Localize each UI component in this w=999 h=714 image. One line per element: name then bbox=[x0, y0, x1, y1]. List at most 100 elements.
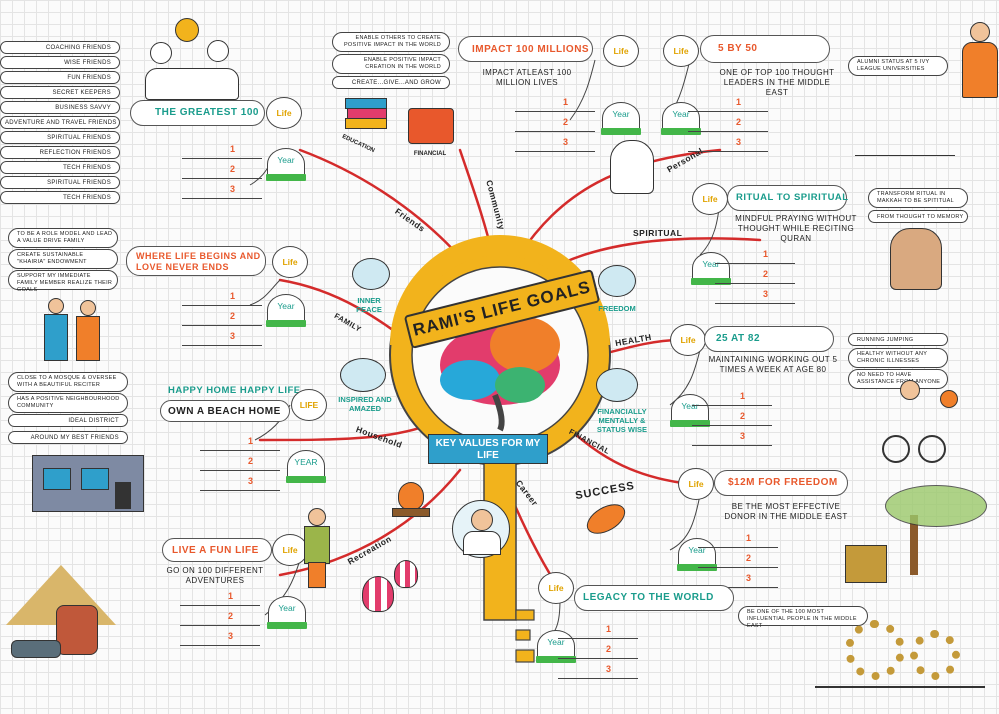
pill-enable-positive: ENABLE POSITIVE IMPACT CREATION IN THE W… bbox=[332, 54, 450, 74]
life-badge-community: Life bbox=[603, 35, 639, 67]
goal-impact-title: IMPACT 100 MILLIONS bbox=[472, 44, 590, 55]
year-num: 3 bbox=[230, 184, 236, 194]
pill-tech-friends: TECH FRIENDS bbox=[0, 161, 120, 174]
goal-impact-box bbox=[458, 36, 593, 62]
goal-legacy-box bbox=[574, 585, 734, 611]
year-badge-financial-label: Year bbox=[688, 545, 706, 555]
year-badge-friends: Year bbox=[266, 148, 306, 181]
family-illustration bbox=[40, 298, 115, 363]
year-badge-household: YEAR bbox=[286, 450, 326, 483]
year-num: 1 bbox=[746, 533, 752, 543]
pill-business-savvy: BUSINESS SAVVY bbox=[0, 101, 120, 114]
inspired-icon bbox=[340, 358, 386, 392]
value-fin-mental: FINANCIALLY MENTALLY & STATUS WISE bbox=[596, 407, 648, 434]
pill-alumni-status: ALUMNI STATUS AT 5 IVY LEAGUE UNIVERSITI… bbox=[848, 56, 948, 76]
life-badge-friends: Life bbox=[266, 97, 302, 129]
year-num: 2 bbox=[746, 553, 752, 563]
value-freedom: FREEDOM bbox=[598, 304, 636, 313]
businessman-icon bbox=[452, 500, 510, 558]
year-badge-health-label: Year bbox=[681, 401, 699, 411]
life-badge-financial-label: Life bbox=[688, 479, 704, 489]
year-num: 3 bbox=[563, 137, 569, 147]
center-banner: KEY VALUES FOR MY LIFE bbox=[428, 434, 548, 464]
year-num: 2 bbox=[606, 644, 612, 654]
year-row-health-2: 2 bbox=[692, 411, 772, 426]
year-row-health-1: 1 bbox=[692, 391, 772, 406]
pill-create-give-grow: CREATE...GIVE...AND GROW bbox=[332, 76, 450, 89]
goal-fun-desc: GO ON 100 DIFFERENT ADVENTURES bbox=[166, 566, 264, 585]
goal-health-title: 25 AT 82 bbox=[716, 333, 761, 344]
money-tree-illustration bbox=[845, 485, 995, 585]
year-row-spiritual-1: 1 bbox=[715, 249, 795, 264]
goal-legacy-title: LEGACY TO THE WORLD bbox=[583, 592, 714, 603]
year-badge-health: Year bbox=[670, 394, 710, 427]
pill-healthy: HEALTHY WITHOUT ANY CHRONIC ILLNESSES bbox=[848, 348, 948, 368]
pill-influential: BE ONE OF THE 100 MOST INFLUENTIAL PEOPL… bbox=[738, 606, 868, 629]
pill-transform-ritual: TRANSFORM RITUAL IN MAKKAH TO BE SPITITU… bbox=[868, 188, 968, 208]
goal-freedom-desc: BE THE MOST EFFECTIVE DONOR IN THE MIDDL… bbox=[724, 502, 848, 521]
goal-fun-title: LIVE A FUN LIFE bbox=[172, 545, 259, 556]
campfire-icon bbox=[392, 482, 430, 518]
man-illustration bbox=[962, 22, 998, 98]
year-num: 2 bbox=[248, 456, 254, 466]
year-row-personal-3: 3 bbox=[688, 137, 768, 152]
pill-reflection-friends: REFLECTION FRIENDS bbox=[0, 146, 120, 159]
pill-spiritual-friends-2: SPIRITUAL FRIENDS bbox=[0, 176, 120, 189]
year-row-household-2: 2 bbox=[200, 456, 280, 471]
house-illustration bbox=[32, 455, 144, 512]
year-badge-family: Year bbox=[266, 294, 306, 327]
goal-home-subtitle: OWN A BEACH HOME bbox=[168, 406, 281, 417]
year-num: 1 bbox=[606, 624, 612, 634]
year-num: 1 bbox=[740, 391, 746, 401]
year-num: 1 bbox=[763, 249, 769, 259]
year-row-household-3: 3 bbox=[200, 476, 280, 491]
goal-home-title: HAPPY HOME HAPPY LIFE bbox=[168, 385, 301, 396]
goal-ritual-desc: MINDFUL PRAYING WITHOUT THOUGHT WHILE RE… bbox=[735, 214, 857, 243]
year-num: 2 bbox=[740, 411, 746, 421]
success-rocket-illustration: SUCCESS bbox=[574, 480, 645, 540]
balloon-icon-1 bbox=[362, 576, 394, 612]
center-banner-text: KEY VALUES FOR MY LIFE bbox=[435, 438, 541, 461]
year-badge-personal-label: Year bbox=[672, 109, 690, 119]
year-badge-career: Year bbox=[536, 630, 576, 663]
value-financial: FINANCIAL bbox=[413, 151, 447, 157]
goal-5by50-box bbox=[700, 35, 830, 63]
year-row-career-3: 3 bbox=[558, 664, 638, 679]
goal-home-box bbox=[160, 400, 290, 422]
pill-khairia: CREATE SUSTAINABLE "KHAIRIA" ENDOWMENT bbox=[8, 249, 118, 269]
year-num: 1 bbox=[248, 436, 254, 446]
goal-lifebegins-box bbox=[126, 246, 266, 276]
year-row-financial-2: 2 bbox=[698, 553, 778, 568]
year-badge-recreation: Year bbox=[267, 596, 307, 629]
branch-spiritual: SPIRITUAL bbox=[633, 228, 683, 238]
gears-illustration bbox=[815, 620, 985, 690]
life-badge-personal-label: Life bbox=[673, 46, 689, 56]
goal-freedom-title: $12M FOR FREEDOM bbox=[728, 477, 838, 488]
year-num: 3 bbox=[763, 289, 769, 299]
pill-best-friends: AROUND MY BEST FRIENDS bbox=[8, 431, 128, 444]
year-row-community-1: 1 bbox=[515, 97, 595, 112]
year-num: 3 bbox=[606, 664, 612, 674]
life-badge-career: Life bbox=[538, 572, 574, 604]
pill-wise-friends: WISE FRIENDS bbox=[0, 56, 120, 69]
life-badge-household: LIFE bbox=[291, 389, 327, 421]
year-badge-community: Year bbox=[601, 102, 641, 135]
year-num: 1 bbox=[230, 291, 236, 301]
life-badge-health: Life bbox=[670, 324, 706, 356]
pill-close-mosque: CLOSE TO A MOSQUE & OVERSEE WITH A BEAUT… bbox=[8, 372, 128, 392]
life-badge-household-label: LIFE bbox=[299, 400, 319, 410]
year-row-friends-1: 1 bbox=[182, 144, 262, 159]
year-row-family-3: 3 bbox=[182, 331, 262, 346]
inner-peace-icon bbox=[352, 258, 390, 290]
year-num: 1 bbox=[736, 97, 742, 107]
year-row-community-2: 2 bbox=[515, 117, 595, 132]
year-badge-family-label: Year bbox=[277, 301, 295, 311]
year-num: 1 bbox=[563, 97, 569, 107]
year-num: 2 bbox=[228, 611, 234, 621]
pill-fun-friends: FUN FRIENDS bbox=[0, 71, 120, 84]
year-num: 1 bbox=[230, 144, 236, 154]
year-num: 3 bbox=[228, 631, 234, 641]
year-num: 3 bbox=[248, 476, 254, 486]
year-badge-financial: Year bbox=[677, 538, 717, 571]
life-badge-career-label: Life bbox=[548, 583, 564, 593]
